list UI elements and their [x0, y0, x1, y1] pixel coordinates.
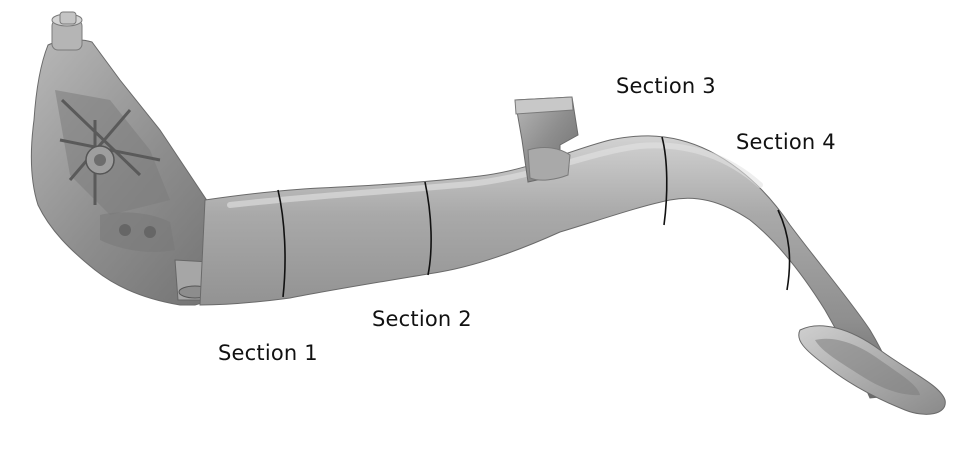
section-line-2	[424, 181, 432, 276]
section-line-4	[777, 209, 791, 291]
section-4-label: Section 4	[736, 130, 836, 154]
section-2-label: Section 2	[372, 307, 472, 331]
section-lines	[277, 136, 791, 298]
section-line-3	[661, 136, 668, 226]
section-3-label: Section 3	[616, 74, 716, 98]
section-line-1	[277, 189, 286, 298]
upper-tab	[514, 96, 579, 183]
mounting-bracket	[30, 11, 251, 306]
foot-pad	[798, 325, 946, 415]
section-1-label: Section 1	[218, 341, 318, 365]
